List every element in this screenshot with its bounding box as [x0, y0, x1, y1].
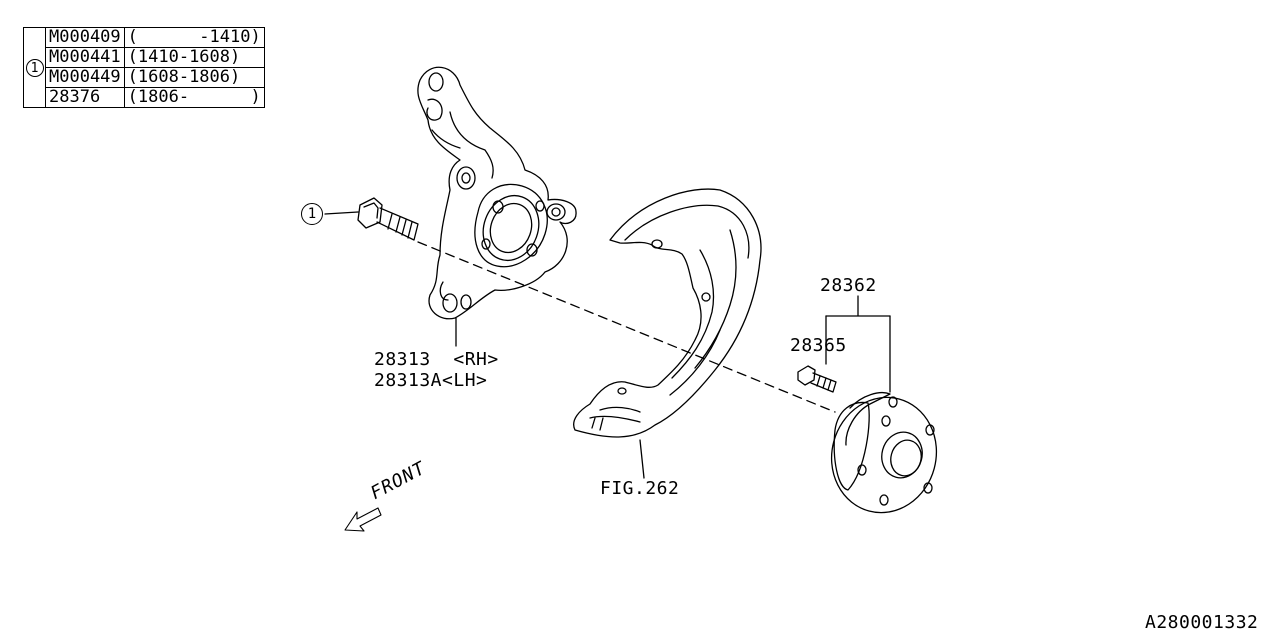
date-range: (1806- ) — [123, 87, 265, 108]
part-number: 28376 — [45, 87, 125, 108]
backing-plate-label[interactable]: FIG.262 — [600, 478, 680, 499]
assembly-axis-line — [417, 241, 836, 413]
part-number: M000441 — [45, 47, 125, 68]
knuckle-bolt — [324, 197, 419, 241]
table-row: M000441 (1410-1608) — [24, 47, 265, 68]
date-range: (1410-1608) — [123, 47, 265, 68]
parts-applicability-table: 1 M000409 ( -1410) M000441 (1410-1608) M… — [23, 27, 265, 108]
backing-plate — [573, 188, 762, 479]
front-arrow-icon — [344, 507, 382, 532]
table-row: M000449 (1608-1806) — [24, 67, 265, 88]
steering-knuckle — [417, 66, 577, 347]
hub-bolt-label[interactable]: 28365 — [790, 335, 847, 356]
table-row: 28376 (1806- ) — [24, 87, 265, 108]
table-ref-cell: 1 — [23, 27, 46, 108]
drawing-id: A280001332 — [1145, 612, 1259, 633]
hub-assembly-label[interactable]: 28362 — [820, 275, 877, 296]
date-range: ( -1410) — [123, 27, 265, 48]
hub-assembly — [830, 315, 938, 514]
bolt-ref-callout[interactable]: 1 — [301, 203, 323, 225]
ref-circle: 1 — [25, 59, 44, 77]
date-range: (1608-1806) — [123, 67, 265, 88]
knuckle-rh-label[interactable]: 28313 <RH> — [374, 349, 499, 370]
part-number: M000409 — [45, 27, 125, 48]
hub-callout-bracket — [825, 295, 891, 317]
table-row: 1 M000409 ( -1410) — [23, 27, 265, 108]
knuckle-lh-label[interactable]: 28313A<LH> — [374, 370, 488, 391]
hub-bolt — [797, 315, 837, 393]
part-number: M000449 — [45, 67, 125, 88]
